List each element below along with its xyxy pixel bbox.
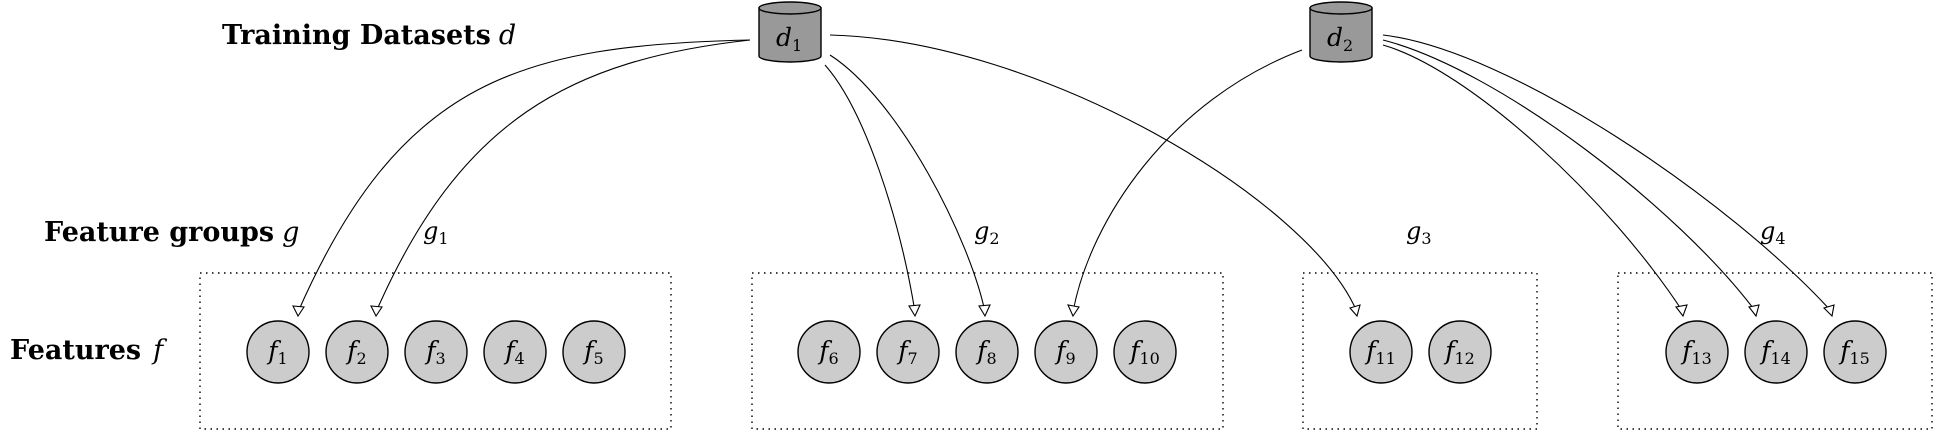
- feature-circle-f3: [404, 320, 468, 384]
- feature-label-f11: f11: [1364, 336, 1396, 368]
- feature-circle-f1: [246, 320, 310, 384]
- feature-node-f10[interactable]: f10: [1113, 320, 1177, 384]
- feature-label-f12: f12: [1443, 336, 1475, 368]
- arrow-head-f14: [1748, 304, 1760, 318]
- feature-node-f7[interactable]: f7: [876, 320, 940, 384]
- edge-d1-f8: [829, 54, 986, 313]
- feature-circle-f7: [876, 320, 940, 384]
- dataset-d2[interactable]: d2: [1309, 1, 1373, 63]
- dataset-d2-label: d2: [1327, 23, 1353, 55]
- feature-node-f8[interactable]: f8: [955, 320, 1019, 384]
- dataset-d1-top: [758, 1, 822, 15]
- arrow-head-f15: [1822, 304, 1835, 318]
- feature-node-f3[interactable]: f3: [404, 320, 468, 384]
- group-label-g4: g4: [1760, 217, 1786, 248]
- dataset-d2-body: [1309, 7, 1373, 63]
- edge-d2-f14: [1382, 39, 1757, 313]
- group-box-g4[interactable]: [1617, 272, 1933, 430]
- feature-node-f9[interactable]: f9: [1034, 320, 1098, 384]
- feature-circle-f6: [797, 320, 861, 384]
- feature-circle-f13: [1665, 320, 1729, 384]
- group-label-g1: g1: [423, 217, 449, 248]
- arrow-head-f2: [370, 305, 383, 318]
- feature-node-f6[interactable]: f6: [797, 320, 861, 384]
- dataset-d1[interactable]: d1: [758, 1, 822, 63]
- feature-label-f2: f2: [345, 336, 366, 368]
- arrow-head-f11: [1349, 304, 1361, 318]
- feature-label-f6: f6: [817, 336, 838, 368]
- feature-label-f14: f14: [1759, 336, 1791, 368]
- arrow-head-f1: [292, 305, 305, 318]
- feature-circle-f12: [1428, 320, 1492, 384]
- group-box-g1[interactable]: [199, 272, 672, 430]
- feature-circle-f8: [955, 320, 1019, 384]
- edge-d1-f7: [824, 64, 916, 313]
- feature-label-f10: f10: [1128, 336, 1160, 368]
- arrow-head-f13: [1675, 304, 1688, 318]
- feature-circle-f2: [325, 320, 389, 384]
- feature-label-f5: f5: [582, 336, 603, 368]
- dataset-d2-top: [1309, 1, 1373, 15]
- feature-node-f14[interactable]: f14: [1744, 320, 1808, 384]
- feature-label-f8: f8: [975, 336, 996, 368]
- group-box-g3[interactable]: [1302, 272, 1538, 430]
- feature-circle-f5: [562, 320, 626, 384]
- feature-node-f11[interactable]: f11: [1349, 320, 1413, 384]
- feature-circle-f4: [483, 320, 547, 384]
- edge-d2-f13: [1382, 44, 1684, 313]
- group-label-g2: g2: [974, 217, 1000, 248]
- dataset-d1-label: d1: [776, 23, 802, 55]
- group-box-g2[interactable]: [751, 272, 1224, 430]
- feature-label-f7: f7: [896, 336, 917, 368]
- edge-d1-f1: [297, 39, 751, 313]
- arrow-head-f7: [908, 304, 921, 318]
- feature-node-f4[interactable]: f4: [483, 320, 547, 384]
- feature-label-f15: f15: [1838, 336, 1870, 368]
- feature-label-f13: f13: [1680, 336, 1712, 368]
- dataset-d1-body: [758, 7, 822, 63]
- feature-node-f15[interactable]: f15: [1823, 320, 1887, 384]
- feature-node-f1[interactable]: f1: [246, 320, 310, 384]
- feature-label-f1: f1: [266, 336, 287, 368]
- edge-d1-f2: [375, 39, 751, 313]
- edge-d1-f11: [829, 34, 1358, 313]
- feature-circle-f11: [1349, 320, 1413, 384]
- feature-label-f9: f9: [1054, 336, 1075, 368]
- feature-node-f5[interactable]: f5: [562, 320, 626, 384]
- arrow-head-f8: [978, 304, 991, 318]
- feature-node-f13[interactable]: f13: [1665, 320, 1729, 384]
- feature-node-f2[interactable]: f2: [325, 320, 389, 384]
- feature-circle-f14: [1744, 320, 1808, 384]
- feature-label-f3: f3: [424, 336, 445, 368]
- feature-label-f4: f4: [503, 336, 524, 368]
- feature-circle-f9: [1034, 320, 1098, 384]
- feature-node-f12[interactable]: f12: [1428, 320, 1492, 384]
- feature-circle-f15: [1823, 320, 1887, 384]
- edge-d2-f9: [1072, 49, 1303, 313]
- feature-circle-f10: [1113, 320, 1177, 384]
- group-label-g3: g3: [1406, 217, 1432, 248]
- arrow-head-f9: [1067, 304, 1080, 318]
- edge-d2-f15: [1382, 34, 1833, 313]
- feature-nodes: f1 f2 f3 f4 f5 f6 f7 f8 f9 f10 f11 f12 f13 f14 f15: [246, 320, 1887, 384]
